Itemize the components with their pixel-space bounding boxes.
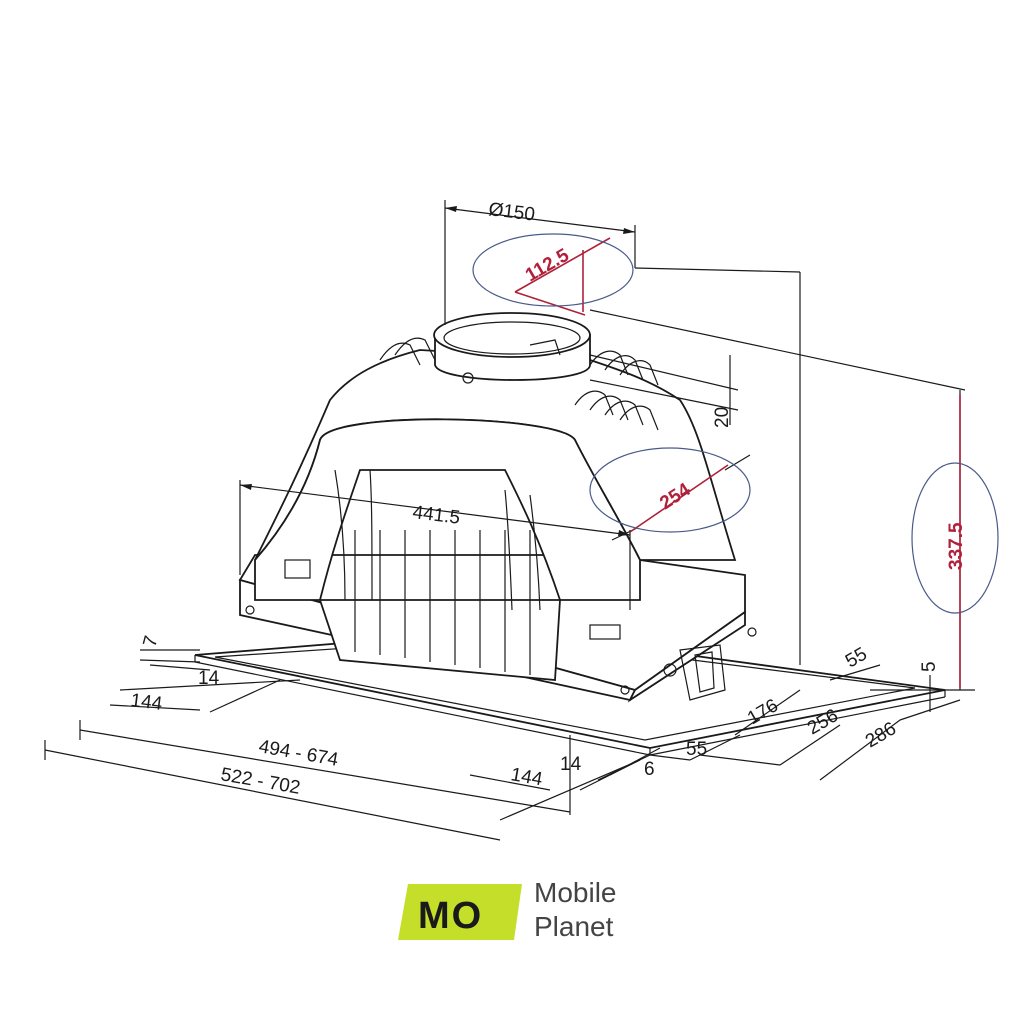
label-right-14: 14 [560, 754, 582, 775]
label-right-6: 6 [644, 759, 655, 780]
label-height-5: 5 [919, 661, 940, 672]
red-annotations [514, 237, 961, 688]
label-depth-286: 286 [862, 718, 900, 752]
technical-drawing: Ø150 112.5 20 254 441.5 337.5 7 14 144 4… [44, 199, 999, 841]
label-depth-55-top: 55 [842, 644, 871, 673]
brand-logo: MO Mobile Planet [398, 876, 648, 956]
logo-line-1: Mobile [534, 877, 617, 908]
label-cutout-range: 494 - 674 [257, 736, 340, 771]
logo-badge: MO [398, 884, 522, 940]
hood-body [238, 349, 757, 703]
logo-badge-text: MO [418, 895, 483, 937]
label-outer-range: 522 - 702 [219, 764, 302, 799]
label-body-width: 441.5 [411, 502, 461, 529]
label-duct-offset: 112.5 [522, 245, 573, 287]
label-top-height: 20 [712, 407, 733, 428]
dimension-lines [44, 200, 975, 841]
label-depth-55-bottom: 55 [686, 739, 707, 760]
label-right-144: 144 [509, 764, 544, 790]
logo-line-2: Planet [534, 911, 614, 942]
duct-collar [433, 312, 591, 384]
label-frame-thickness: 7 [140, 634, 163, 650]
highlight-ellipses [472, 233, 999, 614]
top-grille [379, 337, 659, 431]
label-total-height: 337.5 [946, 522, 967, 570]
ellipse-total-height [911, 462, 999, 614]
logo-wordmark: Mobile Planet [534, 876, 616, 944]
ellipse-depth-offset [589, 447, 751, 533]
ellipse-duct-offset [472, 233, 634, 307]
label-duct-diameter: Ø150 [487, 199, 536, 226]
label-left-14: 14 [198, 668, 220, 689]
front-ribs [334, 469, 541, 675]
label-left-144: 144 [129, 690, 163, 715]
